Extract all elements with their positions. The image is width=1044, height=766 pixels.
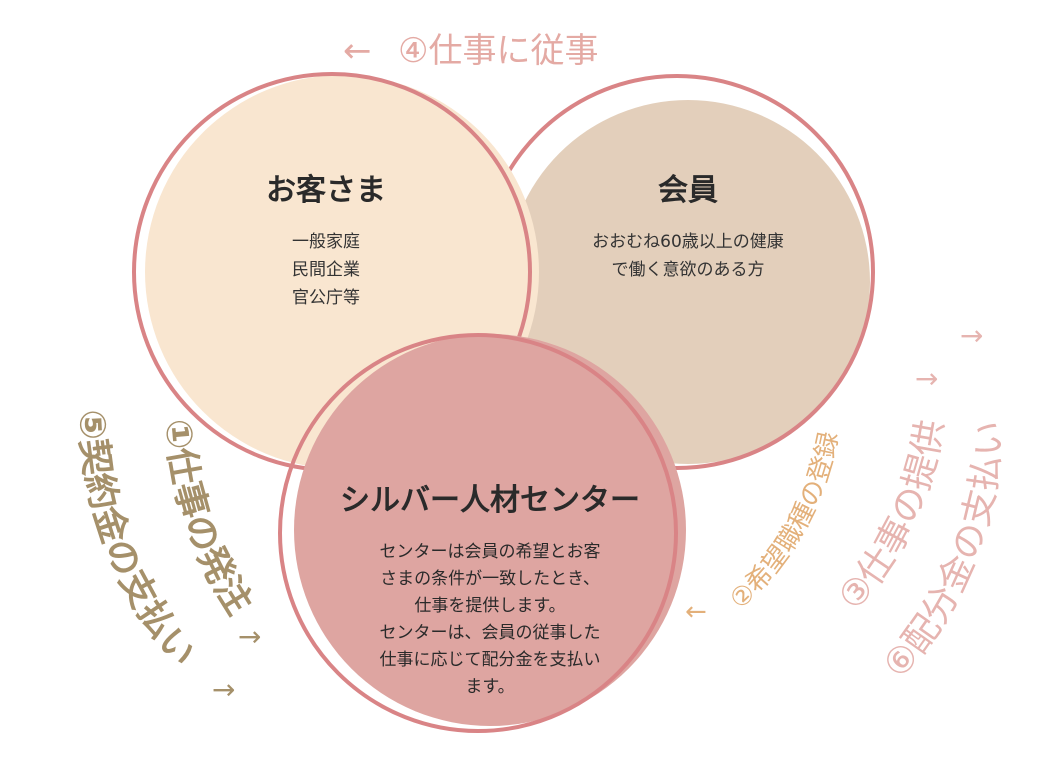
flow-register-arrow: ←	[685, 597, 707, 627]
center-circle	[278, 333, 686, 733]
center-line-1: センターは会員の希望とお客	[380, 542, 601, 562]
center-title: シルバー人材センター	[340, 483, 640, 518]
center-circle-outline	[278, 333, 678, 733]
center-line-6: ます。	[465, 677, 514, 697]
center-circle-fill	[294, 334, 686, 726]
flow-provide-arrow: →	[915, 362, 938, 395]
flow-contract-arrow: →	[212, 673, 235, 706]
center-line-4: センターは、会員の従事した	[380, 623, 601, 643]
flow-engage-label: ④仕事に従事	[398, 31, 598, 71]
flow-distribution-arrow: →	[960, 319, 983, 352]
flow-engage-arrow: ←	[343, 31, 372, 71]
center-line-5: 仕事に応じて配分金を支払い	[380, 650, 601, 670]
customer-line-2: 民間企業	[292, 260, 360, 280]
flow-order-arrow: →	[238, 620, 261, 653]
member-line-1: おおむね60歳以上の健康	[592, 232, 784, 252]
center-line-3: 仕事を提供します。	[414, 596, 565, 616]
customer-title: お客さま	[266, 173, 386, 208]
member-line-2: で働く意欲のある方	[612, 260, 765, 280]
member-title: 会員	[658, 173, 718, 208]
customer-line-1: 一般家庭	[292, 232, 360, 252]
center-line-2: さまの条件が一致したとき、	[380, 569, 600, 589]
customer-line-3: 官公庁等	[292, 288, 360, 308]
